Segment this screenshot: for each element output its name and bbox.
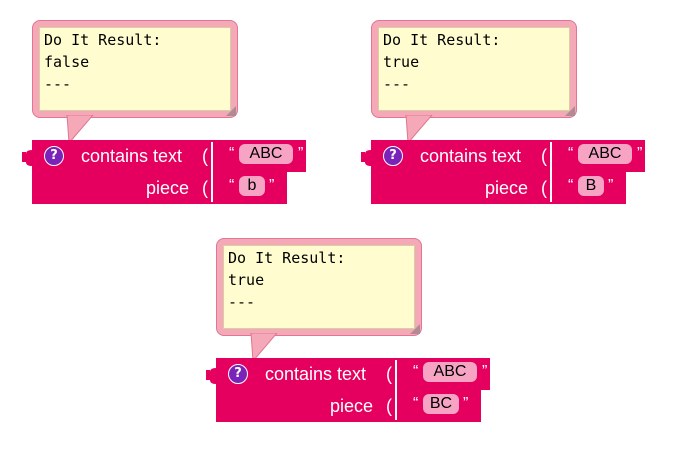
result-value: false: [44, 53, 90, 71]
block-group-1: Do It Result: false --- ? contains text …: [22, 20, 332, 230]
resize-handle-icon[interactable]: [565, 106, 575, 116]
quote-close: ”: [608, 177, 614, 194]
function-label: contains text: [420, 146, 522, 166]
bubble-tail: [405, 115, 433, 145]
bubble-tail: [250, 333, 278, 363]
do-it-result-bubble: Do It Result: true ---: [371, 20, 577, 118]
open-paren: (: [386, 364, 392, 384]
quote-open: “: [568, 177, 574, 194]
piece-value-field[interactable]: BC: [423, 394, 459, 414]
open-paren: (: [202, 146, 208, 166]
do-it-result-content: Do It Result: true ---: [223, 245, 415, 329]
result-value: true: [228, 271, 265, 289]
open-paren: (: [202, 178, 208, 198]
quote-open: “: [229, 145, 235, 162]
piece-label: piece: [330, 396, 374, 416]
result-header: Do It Result:: [383, 31, 501, 49]
function-label: contains text: [81, 146, 183, 166]
open-paren: (: [386, 396, 392, 416]
result-separator: ---: [383, 75, 411, 93]
result-header: Do It Result:: [44, 31, 162, 49]
quote-close: ”: [637, 145, 643, 162]
piece-value-field[interactable]: B: [578, 176, 604, 196]
quote-close: ”: [298, 145, 304, 162]
piece-label: piece: [485, 178, 529, 198]
piece-label: piece: [146, 178, 190, 198]
result-header: Do It Result:: [228, 249, 346, 267]
quote-open: “: [413, 363, 419, 380]
help-icon[interactable]: ?: [228, 364, 248, 384]
contains-text-block[interactable]: ? contains text ( “ ABC ” piece ( “ BC ”: [206, 356, 506, 426]
result-value: true: [383, 53, 420, 71]
help-icon[interactable]: ?: [44, 146, 64, 166]
resize-handle-icon[interactable]: [226, 106, 236, 116]
do-it-result-content: Do It Result: true ---: [378, 27, 570, 111]
quote-close: ”: [482, 363, 488, 380]
block-group-2: Do It Result: true --- ? contains text (…: [361, 20, 671, 230]
quote-open: “: [413, 395, 419, 412]
result-separator: ---: [228, 293, 256, 311]
do-it-result-bubble: Do It Result: true ---: [216, 238, 422, 336]
quote-close: ”: [269, 177, 275, 194]
do-it-result-content: Do It Result: false ---: [39, 27, 231, 111]
open-paren: (: [541, 146, 547, 166]
contains-text-block[interactable]: ? contains text ( “ ABC ” piece ( “ B ”: [361, 138, 661, 208]
result-separator: ---: [44, 75, 72, 93]
do-it-result-bubble: Do It Result: false ---: [32, 20, 238, 118]
block-group-3: Do It Result: true --- ? contains text (…: [206, 238, 516, 448]
bubble-tail: [66, 115, 94, 145]
text-value-field[interactable]: ABC: [423, 362, 477, 382]
quote-close: ”: [463, 395, 469, 412]
open-paren: (: [541, 178, 547, 198]
function-label: contains text: [265, 364, 367, 384]
contains-text-block[interactable]: ? contains text ( “ ABC ” piece ( “ b ”: [22, 138, 322, 208]
text-value-field[interactable]: ABC: [239, 144, 293, 164]
text-value-field[interactable]: ABC: [578, 144, 632, 164]
quote-open: “: [229, 177, 235, 194]
piece-value-field[interactable]: b: [239, 176, 265, 196]
quote-open: “: [568, 145, 574, 162]
help-icon[interactable]: ?: [383, 146, 403, 166]
resize-handle-icon[interactable]: [410, 324, 420, 334]
